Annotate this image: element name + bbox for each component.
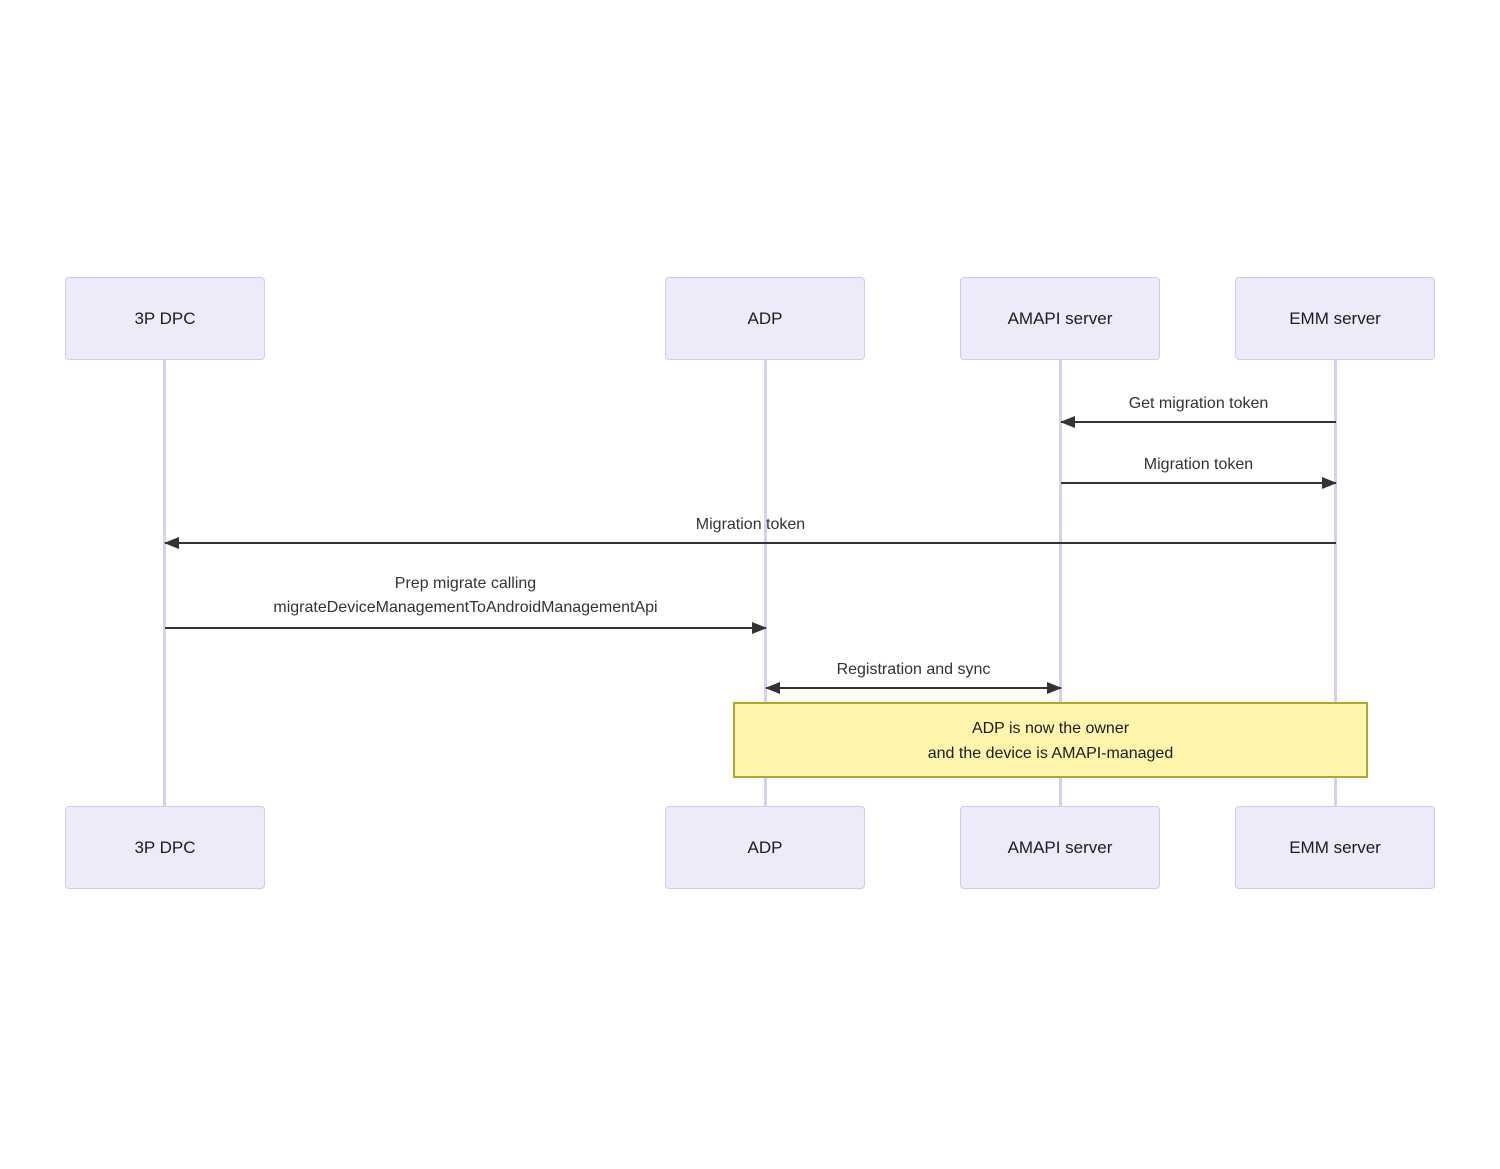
- arrowhead-right-icon: [752, 622, 767, 634]
- actor-top-3p-dpc: 3P DPC: [65, 277, 265, 360]
- actor-bottom-emm-server-label: EMM server: [1289, 837, 1381, 857]
- note-line-2: and the device is AMAPI-managed: [927, 745, 1174, 762]
- message-label-migration-token-to-dpc: Migration token: [695, 516, 806, 533]
- message-arrow-migration-token-to-emm: [1061, 477, 1337, 489]
- arrowhead-left-icon: [164, 537, 179, 549]
- arrowhead-right-icon: [1047, 682, 1062, 694]
- actor-bottom-amapi-server-label: AMAPI server: [1007, 837, 1113, 857]
- actor-bottom-adp: ADP: [665, 806, 865, 889]
- actor-top-amapi-server-label: AMAPI server: [1007, 308, 1113, 328]
- lifeline-3p-dpc: [163, 360, 166, 806]
- actor-bottom-3p-dpc-label: 3P DPC: [134, 837, 196, 857]
- lifeline-amapi-server: [1059, 360, 1062, 806]
- note-line-1: ADP is now the owner: [971, 720, 1130, 737]
- actor-top-adp: ADP: [665, 277, 865, 360]
- message-label-prep-migrate-line-1: Prep migrate calling: [394, 575, 537, 592]
- message-arrow-migration-token-to-dpc: [164, 537, 1336, 549]
- actor-top-amapi-server: AMAPI server: [960, 277, 1160, 360]
- lifeline-adp: [764, 360, 767, 806]
- message-label-get-migration-token: Get migration token: [1128, 395, 1269, 412]
- actor-bottom-3p-dpc: 3P DPC: [65, 806, 265, 889]
- lifeline-emm-server: [1334, 360, 1337, 806]
- actor-top-emm-server: EMM server: [1235, 277, 1435, 360]
- message-label-prep-migrate-line-2: migrateDeviceManagementToAndroidManageme…: [273, 599, 658, 616]
- actor-top-3p-dpc-label: 3P DPC: [134, 308, 196, 328]
- message-arrow-get-migration-token: [1060, 416, 1336, 428]
- actor-top-adp-label: ADP: [747, 308, 783, 328]
- actor-top-emm-server-label: EMM server: [1289, 308, 1381, 328]
- message-label-prep-migrate: Prep migrate calling migrateDeviceManage…: [115, 572, 816, 620]
- message-label-registration-and-sync: Registration and sync: [836, 661, 991, 678]
- message-arrow-prep-migrate: [165, 622, 767, 634]
- actor-bottom-amapi-server: AMAPI server: [960, 806, 1160, 889]
- actor-bottom-emm-server: EMM server: [1235, 806, 1435, 889]
- message-label-migration-token-to-emm: Migration token: [1143, 456, 1254, 473]
- message-arrow-registration-and-sync: [765, 682, 1062, 694]
- note-adp-owner: ADP is now the owner and the device is A…: [733, 702, 1368, 778]
- actor-bottom-adp-label: ADP: [747, 837, 783, 857]
- arrowhead-left-icon: [1060, 416, 1075, 428]
- arrowhead-left-icon: [765, 682, 780, 694]
- arrowhead-right-icon: [1322, 477, 1337, 489]
